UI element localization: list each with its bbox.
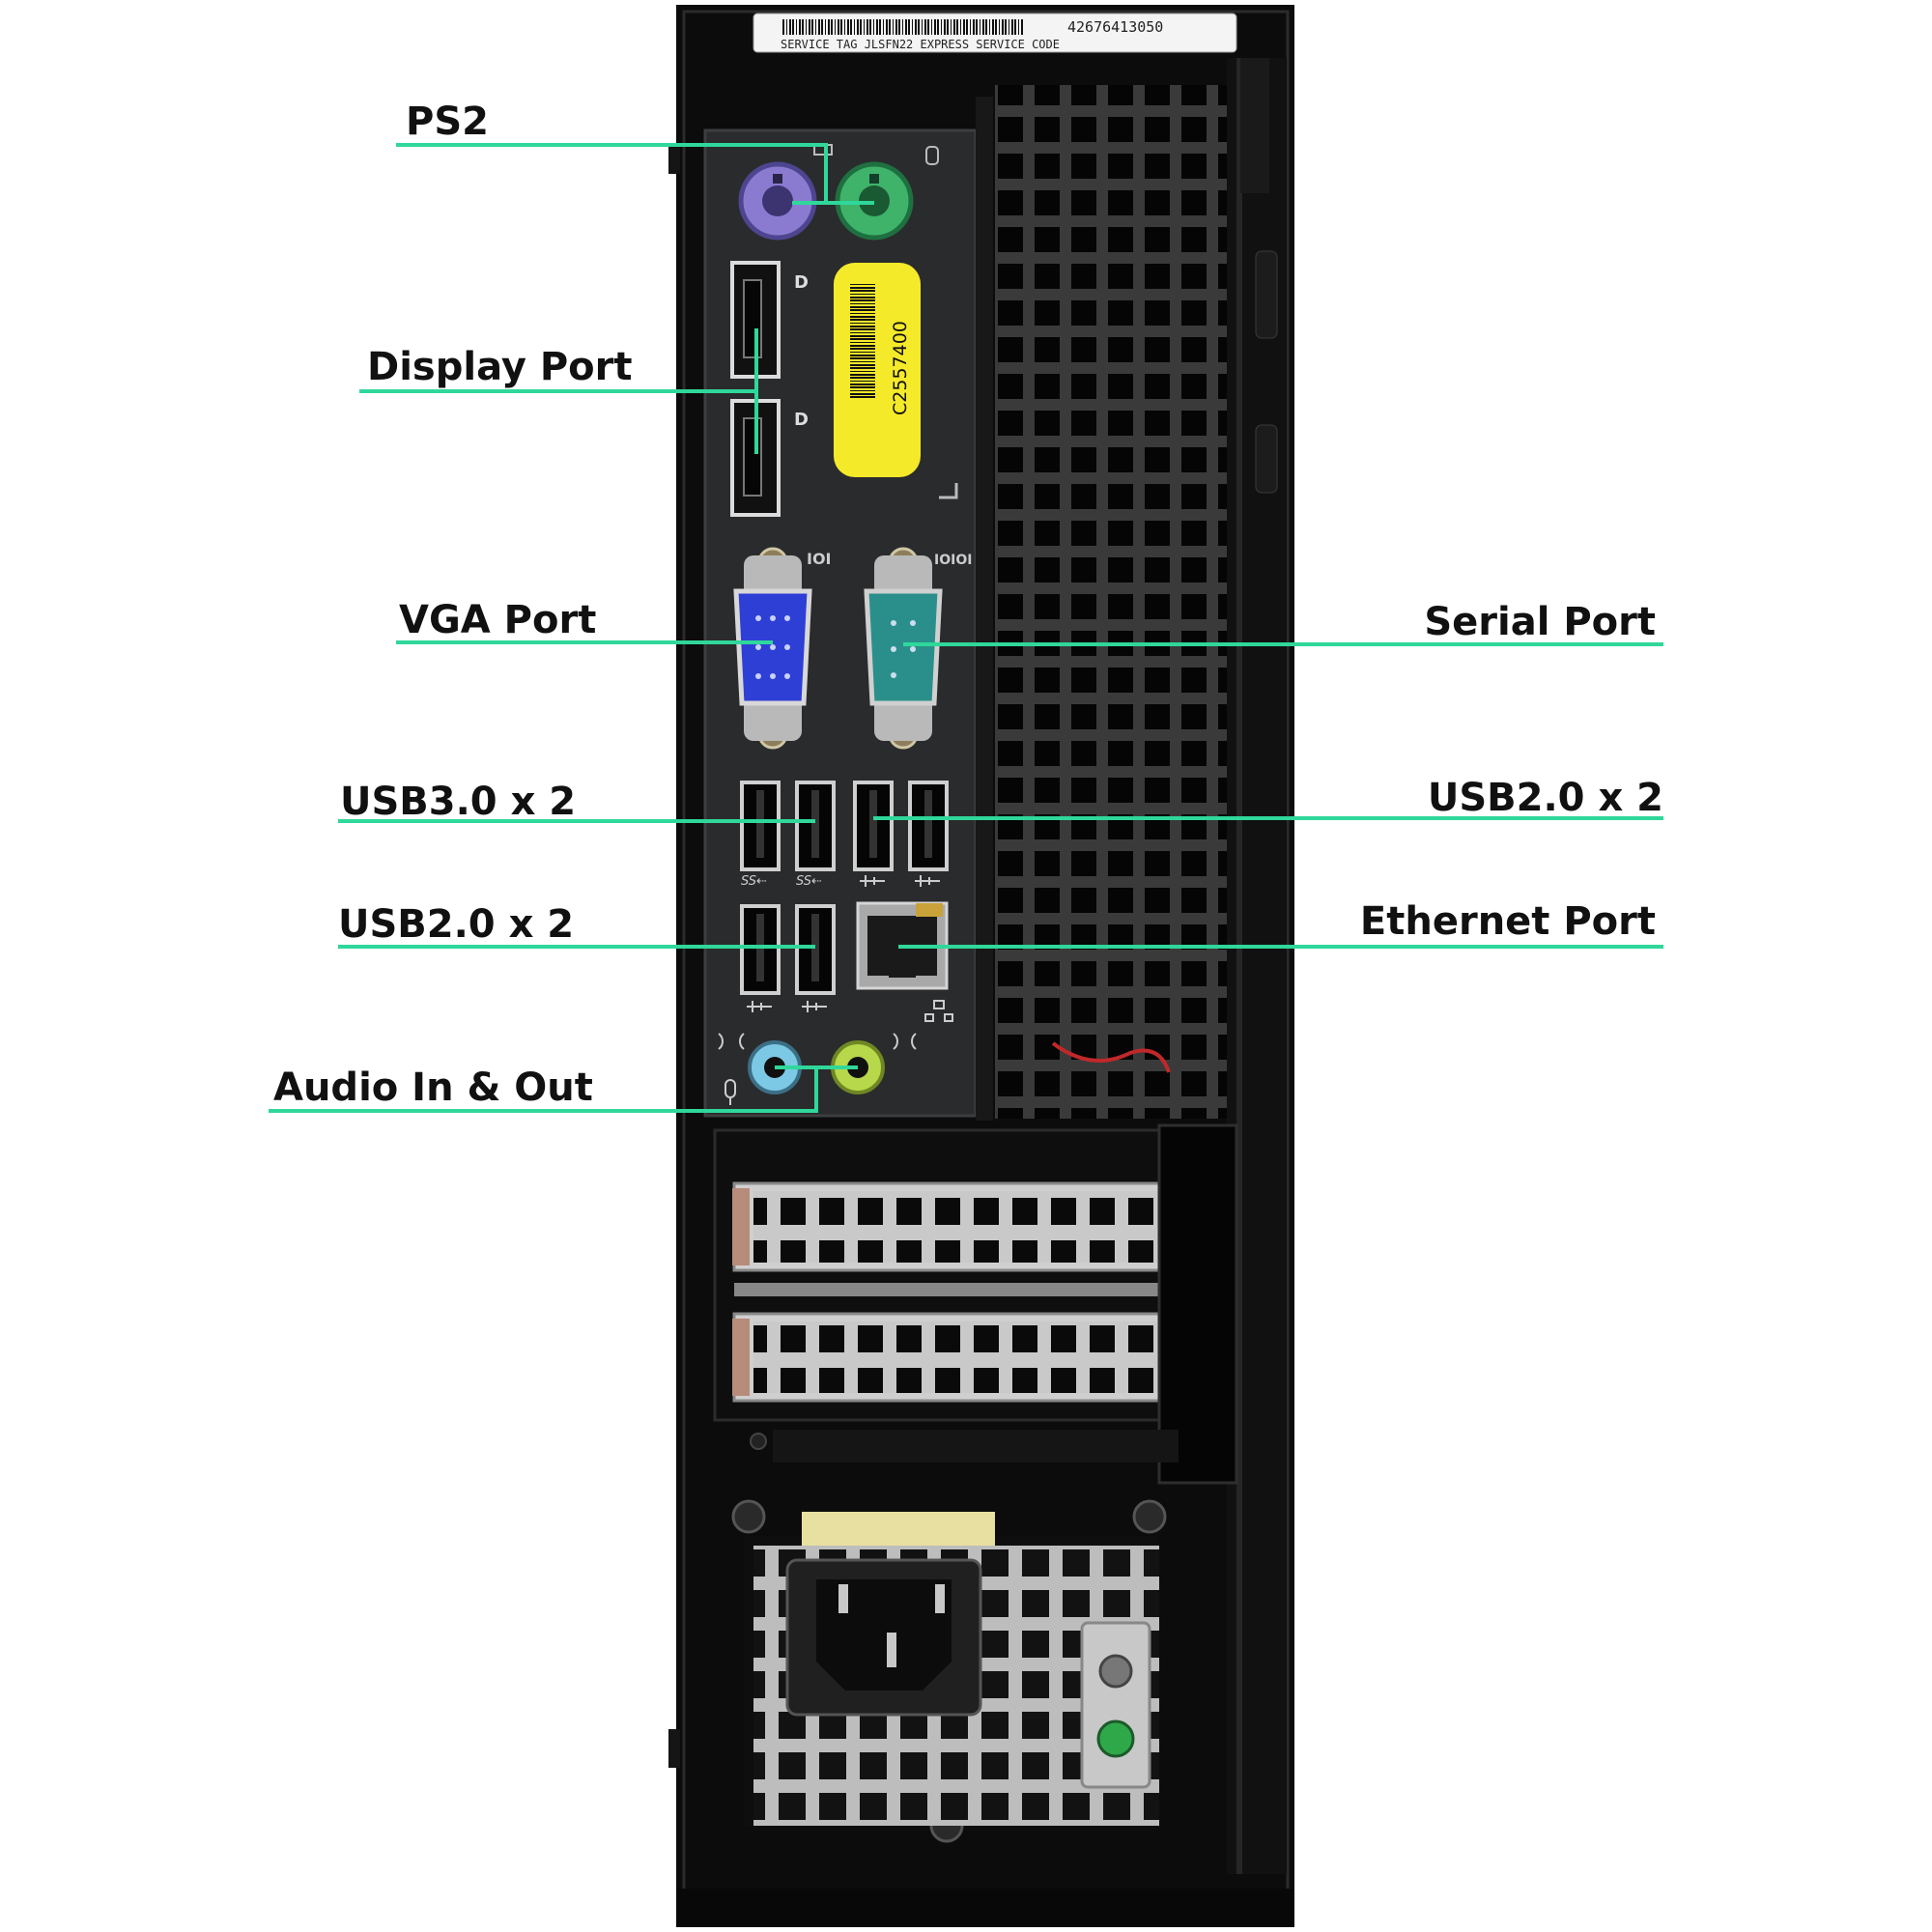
- ps2-mouse-port: [738, 161, 817, 241]
- line-in-icon: [718, 1033, 745, 1050]
- display-port-leader: [359, 328, 758, 454]
- label-vga-port: VGA Port: [399, 598, 597, 642]
- ps2-leader: [396, 143, 874, 205]
- ps2-mouse-icon: [925, 146, 939, 165]
- vga-port: [733, 547, 812, 750]
- fan-grille: [995, 85, 1227, 1119]
- audio-leader: [269, 1065, 858, 1113]
- usb2-port-2: [908, 781, 949, 871]
- label-usb2-left: USB2.0 x 2: [338, 902, 575, 947]
- label-audio: Audio In & Out: [273, 1065, 593, 1110]
- service-tag-caption: SERVICE TAG JLSFN22 EXPRESS SERVICE CODE: [781, 38, 1060, 51]
- serial-icon: IOIOI: [934, 553, 972, 568]
- network-icon: [924, 1000, 953, 1022]
- usb3-superspeed-icon: SS⇠: [796, 874, 822, 889]
- usb2-port-4: [795, 904, 836, 995]
- yellow-asset-sticker: C2557400: [834, 263, 921, 477]
- usb3-superspeed-icon: SS⇠: [741, 874, 767, 889]
- usb-icon: [747, 1001, 772, 1012]
- usb3-port-1: [740, 781, 781, 871]
- leader-lines: [269, 143, 1663, 1113]
- headphone-icon: [893, 1033, 917, 1050]
- service-tag-number: 42676413050: [1067, 18, 1163, 36]
- displayport-icon: D: [794, 410, 809, 430]
- power-supply: [731, 1499, 1167, 1843]
- usb-icon: [860, 875, 885, 887]
- corner-mark: [939, 483, 958, 499]
- usb2-port-3: [740, 904, 781, 995]
- usb3-port-2: [795, 781, 836, 871]
- label-serial-port: Serial Port: [1424, 600, 1656, 644]
- label-display-port: Display Port: [367, 345, 633, 389]
- label-usb3: USB3.0 x 2: [340, 780, 577, 824]
- displayport-2: [730, 399, 781, 517]
- microphone-icon: [724, 1079, 736, 1105]
- usb-icon: [802, 1001, 827, 1012]
- power-socket: [785, 1558, 982, 1717]
- psu-test-panel: [1080, 1621, 1151, 1789]
- expansion-slots: [713, 1123, 1238, 1485]
- yellow-sticker-text: C2557400: [890, 321, 911, 415]
- label-usb2-right: USB2.0 x 2: [1427, 776, 1663, 820]
- service-tag-sticker: 42676413050 SERVICE TAG JLSFN22 EXPRESS …: [753, 13, 1237, 53]
- label-ethernet-port: Ethernet Port: [1359, 899, 1656, 944]
- serial-port: [864, 547, 943, 750]
- vga-icon: IOI: [807, 550, 832, 568]
- displayport-icon: D: [794, 272, 809, 293]
- usb2-port-1: [853, 781, 894, 871]
- usb-icon: [915, 875, 940, 887]
- label-ps2: PS2: [406, 99, 489, 144]
